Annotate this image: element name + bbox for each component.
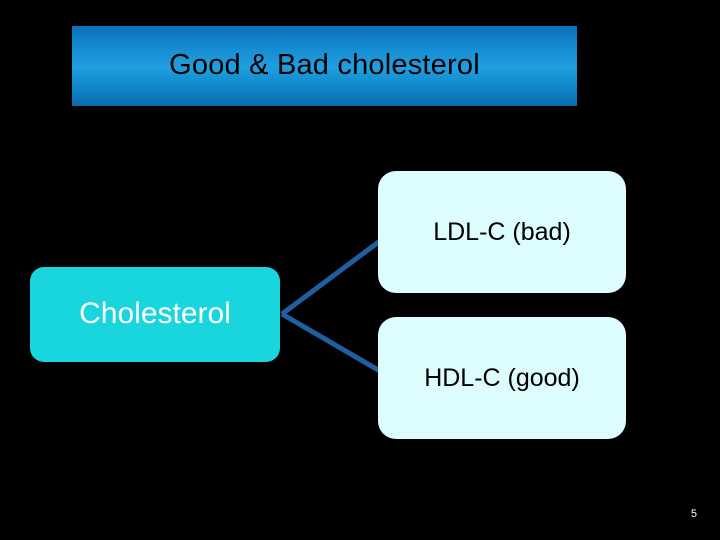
page-title: Good & Bad cholesterol — [169, 49, 480, 82]
node-hdl-label: HDL-C (good) — [424, 363, 580, 392]
node-cholesterol[interactable]: Cholesterol — [30, 267, 280, 362]
node-cholesterol-label: Cholesterol — [79, 297, 231, 331]
node-hdl[interactable]: HDL-C (good) — [378, 317, 626, 439]
node-ldl[interactable]: LDL-C (bad) — [378, 171, 626, 293]
slide-number: 5 — [690, 508, 697, 520]
slide-title-bar: Good & Bad cholesterol — [72, 26, 577, 106]
node-ldl-label: LDL-C (bad) — [433, 217, 571, 246]
connector-cholesterol-to-ldl — [280, 229, 394, 317]
connector-cholesterol-to-hdl — [280, 311, 394, 381]
